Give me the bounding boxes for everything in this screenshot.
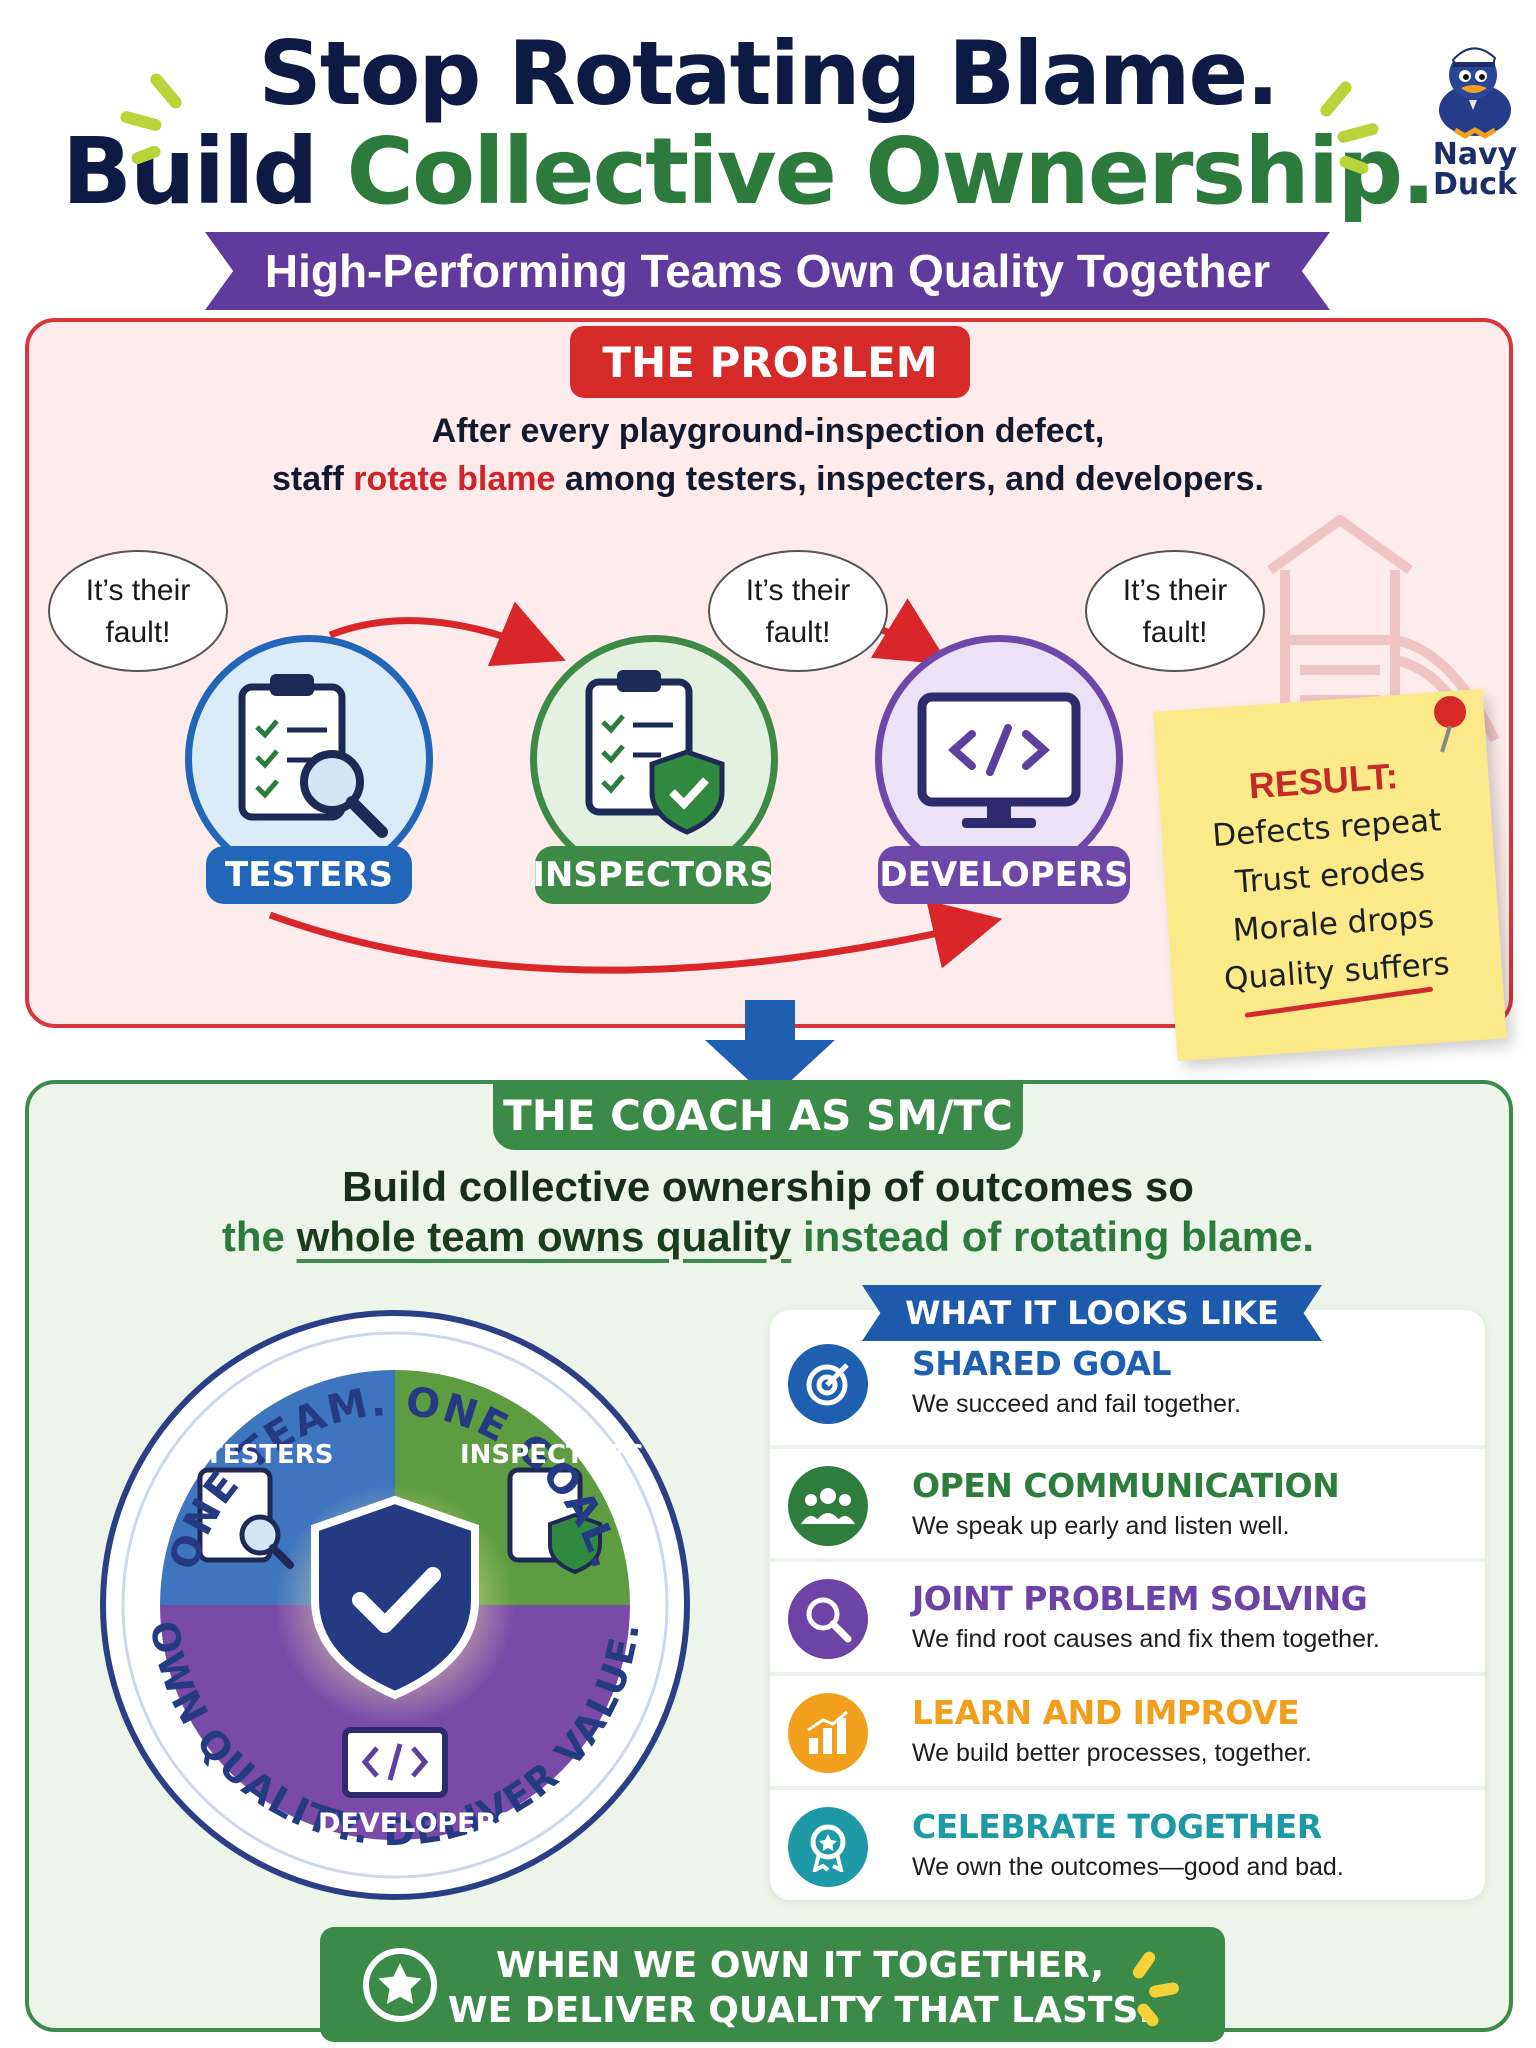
team-puzzle-ring: ONE TEAM. ONE GOAL. OWN QUALITY. DELIVER… — [100, 1310, 690, 1900]
title-line-2: Build Collective Ownership. — [0, 118, 1516, 225]
problem-statement-line-2: staff rotate blame among testers, inspec… — [0, 460, 1536, 499]
title-line-2-highlight: Collective Ownership. — [346, 118, 1436, 225]
bubble-line-1: It’s their — [745, 574, 851, 607]
brand-line-1: Navy — [1432, 137, 1518, 172]
developers-label: DEVELOPERS — [878, 846, 1130, 904]
item-title: OPEN COMMUNICATION — [912, 1466, 1340, 1505]
list-item-learn-and-improve: LEARN AND IMPROVE We build better proces… — [770, 1679, 1485, 1784]
footer-banner — [320, 1927, 1225, 2042]
result-item: Quality suffers — [1222, 945, 1451, 998]
magnifier-icon — [788, 1579, 868, 1659]
item-description: We speak up early and listen well. — [912, 1512, 1290, 1540]
problem-statement-line-1: After every playground-inspection defect… — [431, 412, 1105, 450]
coach-line-2-prefix: the — [221, 1213, 297, 1260]
target-icon — [788, 1344, 868, 1424]
item-title: SHARED GOAL — [912, 1344, 1172, 1383]
divider — [770, 1672, 1485, 1676]
bubble-line-1: It’s their — [85, 574, 191, 607]
item-description: We succeed and fail together. — [912, 1390, 1241, 1418]
divider — [770, 1786, 1485, 1790]
speech-bubble-inspectors: It’s their fault! — [708, 550, 888, 672]
coach-line-2-highlight: whole team owns quality — [296, 1213, 792, 1260]
clipboard-shield-icon — [585, 670, 725, 835]
problem-line-2-prefix: staff — [271, 460, 354, 498]
list-item-open-communication: OPEN COMMUNICATION We speak up early and… — [770, 1452, 1485, 1557]
speech-bubble-developers: It’s their fault! — [1085, 550, 1265, 672]
monitor-code-icon — [917, 692, 1081, 828]
list-item-shared-goal: SHARED GOAL We succeed and fail together… — [770, 1330, 1485, 1435]
item-title: CELEBRATE TOGETHER — [912, 1807, 1322, 1846]
team-icon — [788, 1466, 868, 1546]
bubble-line-2: fault! — [105, 616, 171, 649]
push-pin-icon — [1434, 696, 1466, 753]
puzzle-label-developers: DEVELOPERS — [318, 1808, 516, 1839]
testers-circle — [185, 635, 433, 883]
bubble-line-1: It’s their — [1122, 574, 1228, 607]
coach-statement-line-2: the whole team owns quality instead of r… — [0, 1213, 1536, 1261]
brand-name: Navy Duck — [1425, 140, 1525, 200]
coach-line-2-suffix: instead of rotating blame. — [791, 1213, 1315, 1260]
result-item: Morale drops — [1231, 898, 1436, 949]
award-badge-icon — [788, 1807, 868, 1887]
problem-tag: THE PROBLEM — [570, 326, 970, 398]
divider — [770, 1558, 1485, 1562]
star-badge-icon — [363, 1948, 437, 2022]
divider — [770, 1445, 1485, 1449]
result-item: Trust erodes — [1234, 851, 1427, 901]
list-item-joint-problem-solving: JOINT PROBLEM SOLVING We find root cause… — [770, 1565, 1485, 1670]
item-description: We own the outcomes—good and bad. — [912, 1853, 1344, 1881]
arrow-testers-to-developers — [268, 900, 1003, 974]
problem-line-2-suffix: among testers, inspecters, and developer… — [555, 460, 1264, 498]
item-description: We find root causes and fix them togethe… — [912, 1625, 1380, 1653]
bubble-line-2: fault! — [1142, 616, 1208, 649]
item-title: LEARN AND IMPROVE — [912, 1693, 1300, 1732]
speech-bubble-testers: It’s their fault! — [48, 550, 228, 672]
bar-chart-icon — [788, 1693, 868, 1773]
what-it-looks-like-tag: WHAT IT LOOKS LIKE — [862, 1285, 1322, 1341]
item-description: We build better processes, together. — [912, 1739, 1312, 1767]
developers-circle — [875, 635, 1123, 883]
arrow-testers-to-inspectors — [328, 601, 566, 667]
inspectors-circle — [530, 635, 778, 883]
subtitle-banner: High-Performing Teams Own Quality Togeth… — [205, 232, 1330, 310]
puzzle-label-testers: TESTERS — [205, 1440, 334, 1470]
problem-line-2-highlight: rotate blame — [353, 460, 556, 498]
duck-logo-icon — [1439, 47, 1511, 139]
list-item-celebrate-together: CELEBRATE TOGETHER We own the outcomes—g… — [770, 1793, 1485, 1898]
title-line-1: Stop Rotating Blame. — [258, 22, 1279, 125]
brand-line-2: Duck — [1433, 167, 1517, 202]
coach-statement-line-1: Build collective ownership of outcomes s… — [342, 1163, 1194, 1210]
down-arrow-icon — [705, 1000, 835, 1100]
inspectors-label: INSPECTORS — [532, 846, 774, 904]
item-title: JOINT PROBLEM SOLVING — [912, 1579, 1368, 1618]
bubble-line-2: fault! — [765, 616, 831, 649]
testers-label: TESTERS — [206, 846, 412, 904]
footer-line-2: WE DELIVER QUALITY THAT LASTS. — [447, 1990, 1153, 2031]
clipboard-magnifier-icon — [238, 674, 388, 838]
footer-line-1: WHEN WE OWN IT TOGETHER, — [495, 1945, 1105, 1986]
puzzle-label-inspectors: INSPECTORS — [460, 1440, 645, 1470]
title-line-2-prefix: Build — [61, 118, 347, 225]
coach-tag: THE COACH AS SM/TC — [493, 1080, 1023, 1150]
what-it-looks-like-panel — [770, 1310, 1485, 1900]
